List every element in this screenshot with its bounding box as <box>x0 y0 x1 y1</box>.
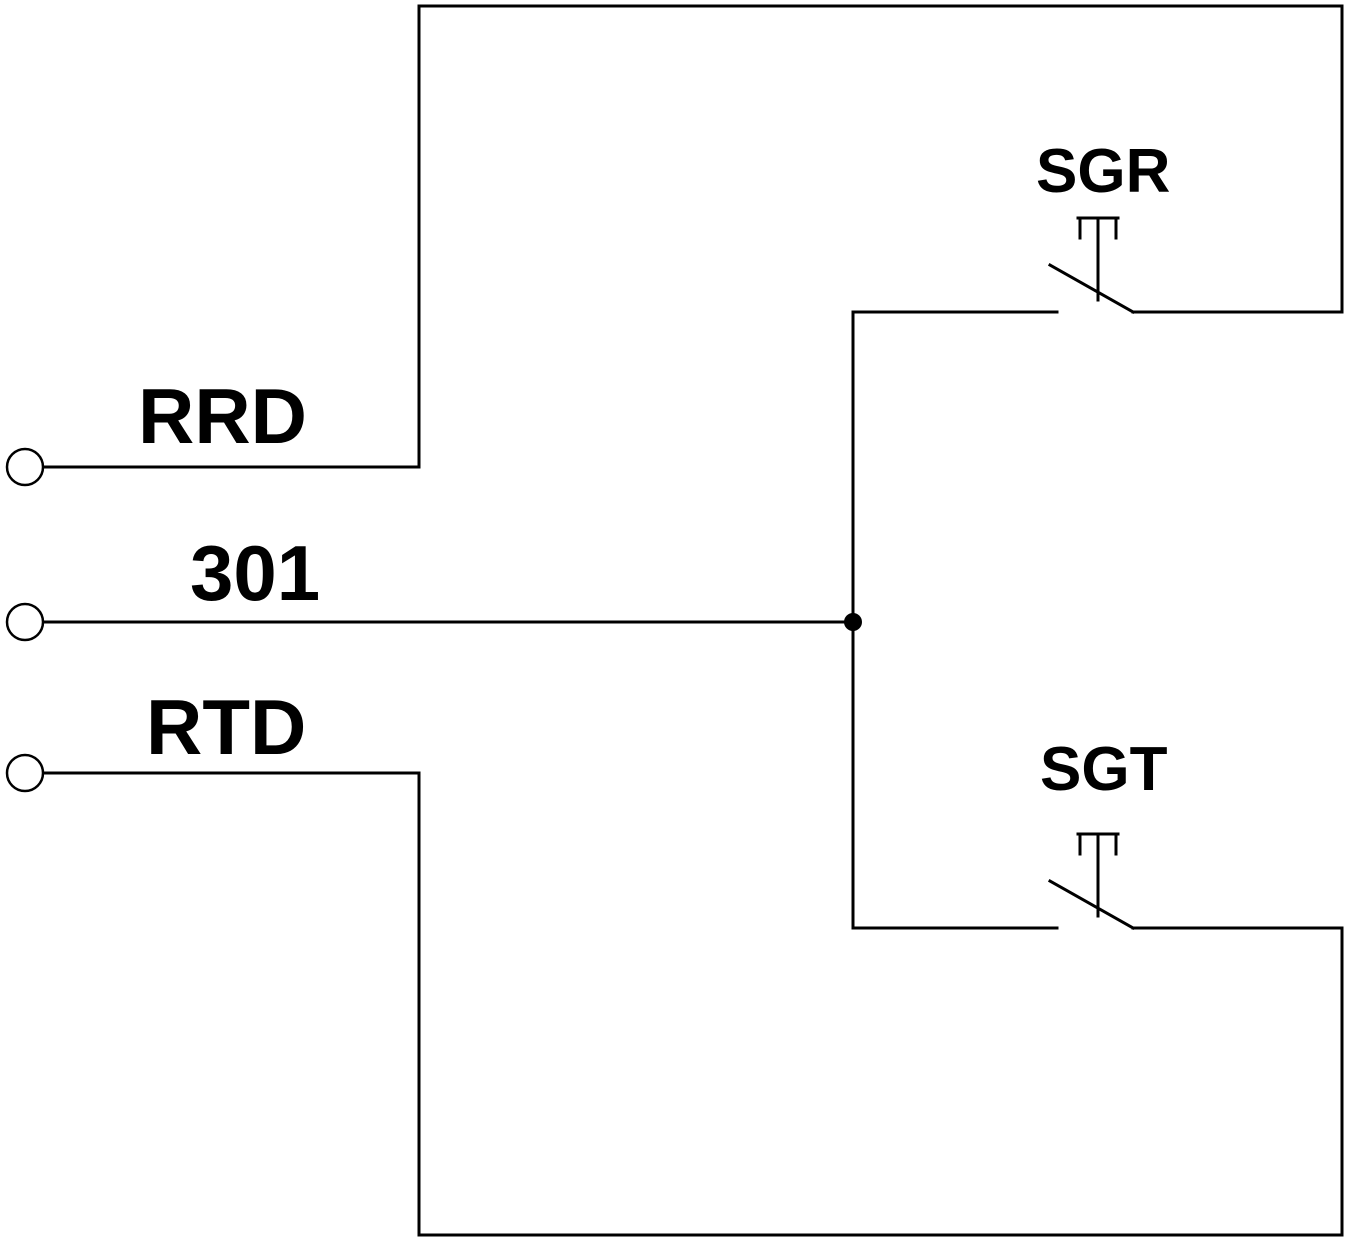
switch-sgt-blade <box>1050 881 1133 928</box>
label-rtd: RTD <box>146 683 306 771</box>
label-rrd: RRD <box>138 372 307 460</box>
switch-sgr <box>1050 218 1133 312</box>
switch-sgr-blade <box>1050 265 1133 312</box>
wire-bus <box>853 312 1057 928</box>
label-sgr: SGR <box>1036 137 1170 206</box>
label-sgt: SGT <box>1040 735 1168 804</box>
junction-dot <box>844 613 862 631</box>
label-301: 301 <box>190 529 320 617</box>
wire-rtd <box>44 773 1342 1235</box>
terminal-rtd <box>7 755 43 791</box>
switch-sgt <box>1050 834 1133 928</box>
terminal-301 <box>7 604 43 640</box>
terminal-rrd <box>7 449 43 485</box>
